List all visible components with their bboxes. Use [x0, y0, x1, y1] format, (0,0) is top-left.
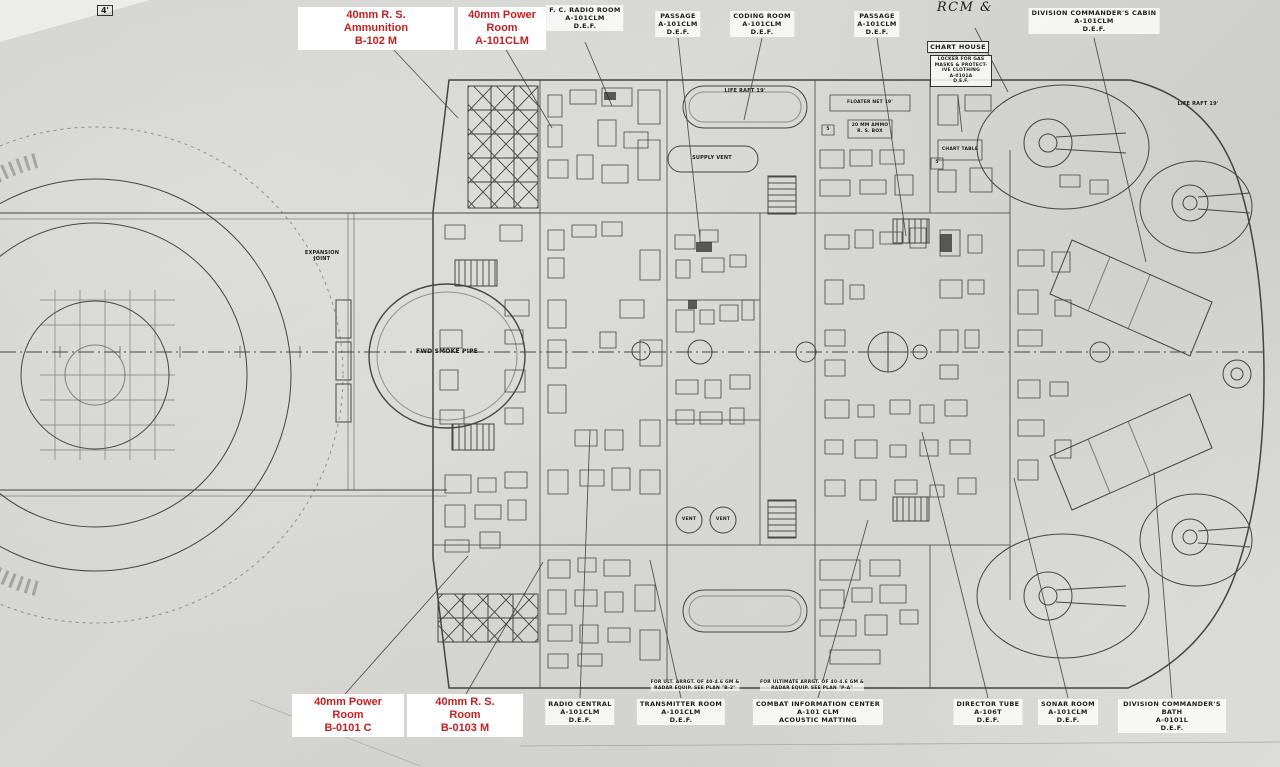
circular-fittings [631, 331, 1111, 534]
note-ultimate-arrangement-right: FOR ULTIMATE ARRGT. OF 40-4.6 GM & RADAR… [759, 680, 865, 691]
annotation-40mm-rs-ammunition-b102m: 40mm R. S. Ammunition B-102 M [298, 7, 454, 50]
scale-note: 4' [96, 5, 114, 16]
annotation-40mm-rs-room-b0103m: 40mm R. S. Room B-0103 M [407, 694, 523, 737]
text-supply-vent: SUPPLY VENT [692, 155, 732, 161]
bottom-label-sonar-room: SONAR ROOM A-101CLM D.E.F. [1038, 699, 1098, 725]
blueprint-linework [0, 27, 1268, 699]
text-life-raft-right: LIFE RAFT 19' [1177, 101, 1219, 107]
locker-rects [335, 299, 352, 423]
top-label-rcm: RCM & [936, 0, 994, 15]
text-floater-net: FLOATER NET 19' [847, 100, 893, 105]
text-vent-right: VENT [715, 517, 731, 522]
text-20mm-ammo-box: 20 MM AMMO R. S. BOX [851, 123, 889, 134]
top-label-passage-2: PASSAGE A-101CLM D.E.F. [854, 11, 900, 37]
rotated-cabins [1049, 239, 1252, 511]
text-fwd-smoke-pipe: FWD SMOKE PIPE [416, 348, 478, 355]
annotation-40mm-power-room-b0101c: 40mm Power Room B-0101 C [292, 694, 404, 737]
text-chart-table: CHART TABLE [941, 147, 979, 152]
frame-ticks [59, 346, 301, 358]
ammo-hatch-areas [437, 85, 539, 643]
top-label-passage-1: PASSAGE A-101CLM D.E.F. [655, 11, 701, 37]
top-label-chart-house: CHART HOUSE [927, 41, 989, 53]
bulkheads [433, 80, 1011, 688]
top-label-fc-radio-room: F. C. RADIO ROOM A-101CLM D.E.F. [546, 5, 624, 31]
gun-platforms [976, 84, 1253, 659]
top-label-coding-room: CODING ROOM A-101CLM D.E.F. [730, 11, 794, 37]
top-label-division-commanders-cabin: DIVISION COMMANDER'S CABIN A-101CLM D.E.… [1028, 8, 1160, 34]
bottom-label-division-commanders-bath: DIVISION COMMANDER'S BATH A-0101L D.E.F. [1118, 699, 1226, 733]
text-life-raft-top: LIFE RAFT 19' [724, 88, 766, 94]
bottom-label-transmitter-room: TRANSMITTER ROOM A-101CLM D.E.F. [636, 699, 726, 725]
text-expansion-joint: EXPANSION JOINT [304, 250, 340, 262]
ladder-icons [451, 175, 930, 539]
life-rafts [667, 85, 808, 633]
text-frame-number-5a: 5 [826, 127, 830, 132]
barbette-circles [0, 126, 344, 624]
note-ultimate-arrangement-left: FOR ULT. ARRGT. OF 40-4.6 GM & RADAR EQU… [650, 680, 740, 691]
text-vent-left: VENT [681, 517, 697, 522]
gun-mount-icons [1023, 118, 1251, 621]
bottom-label-radio-central: RADIO CENTRAL A-101CLM D.E.F. [545, 699, 615, 725]
hull-outline [432, 79, 1265, 689]
scan-corner-artifact [0, 0, 150, 42]
text-frame-number-5b: 5 [935, 160, 939, 165]
bottom-label-director-tube: DIRECTOR TUBE A-106T D.E.F. [953, 699, 1023, 725]
bottom-label-combat-information-center: COMBAT INFORMATION CENTER A-101 CLM ACOU… [752, 699, 884, 725]
annotation-40mm-power-room-a101clm: 40mm Power Room A-101CLM [458, 7, 546, 50]
expansion-joint-lines [347, 213, 355, 490]
equipment-rects [439, 87, 1109, 669]
smoke-pipe [368, 283, 526, 429]
leader-lines [344, 27, 1173, 699]
text-gas-mask-locker: LOCKER FOR GAS MASKS & PROTECT- IVE CLOT… [930, 55, 992, 87]
